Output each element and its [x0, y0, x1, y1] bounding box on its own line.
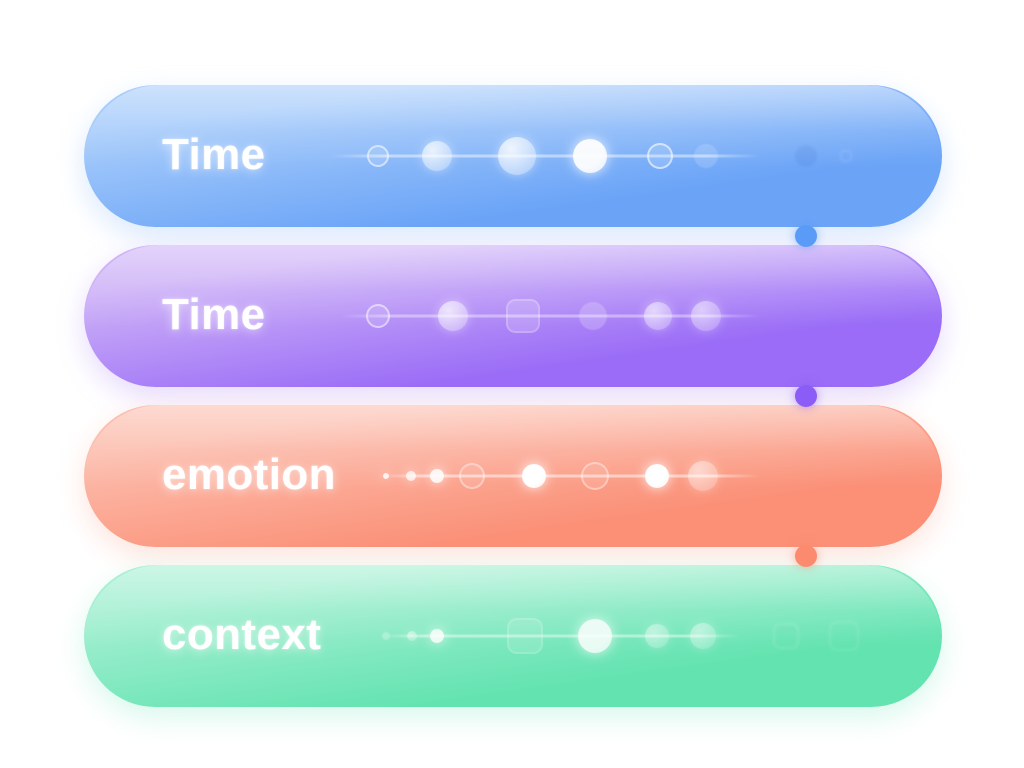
bar-context-3[interactable]: context: [70, 551, 956, 721]
bar-label: Time: [162, 290, 266, 339]
connector-blue-to-purple-dot[interactable]: [795, 225, 817, 247]
bar-label: Time: [162, 130, 266, 179]
bar-emotion-2[interactable]: emotion: [70, 391, 956, 561]
bar-surface: [84, 565, 942, 707]
bar-time-0[interactable]: Time: [70, 71, 956, 241]
connector-purple-to-coral-dot[interactable]: [795, 385, 817, 407]
bar-surface: [84, 245, 942, 387]
bar-label: emotion: [162, 450, 336, 499]
bar-label: context: [162, 610, 322, 659]
bar-time-1[interactable]: Time: [70, 231, 956, 401]
connector-coral-to-green-dot[interactable]: [795, 545, 817, 567]
